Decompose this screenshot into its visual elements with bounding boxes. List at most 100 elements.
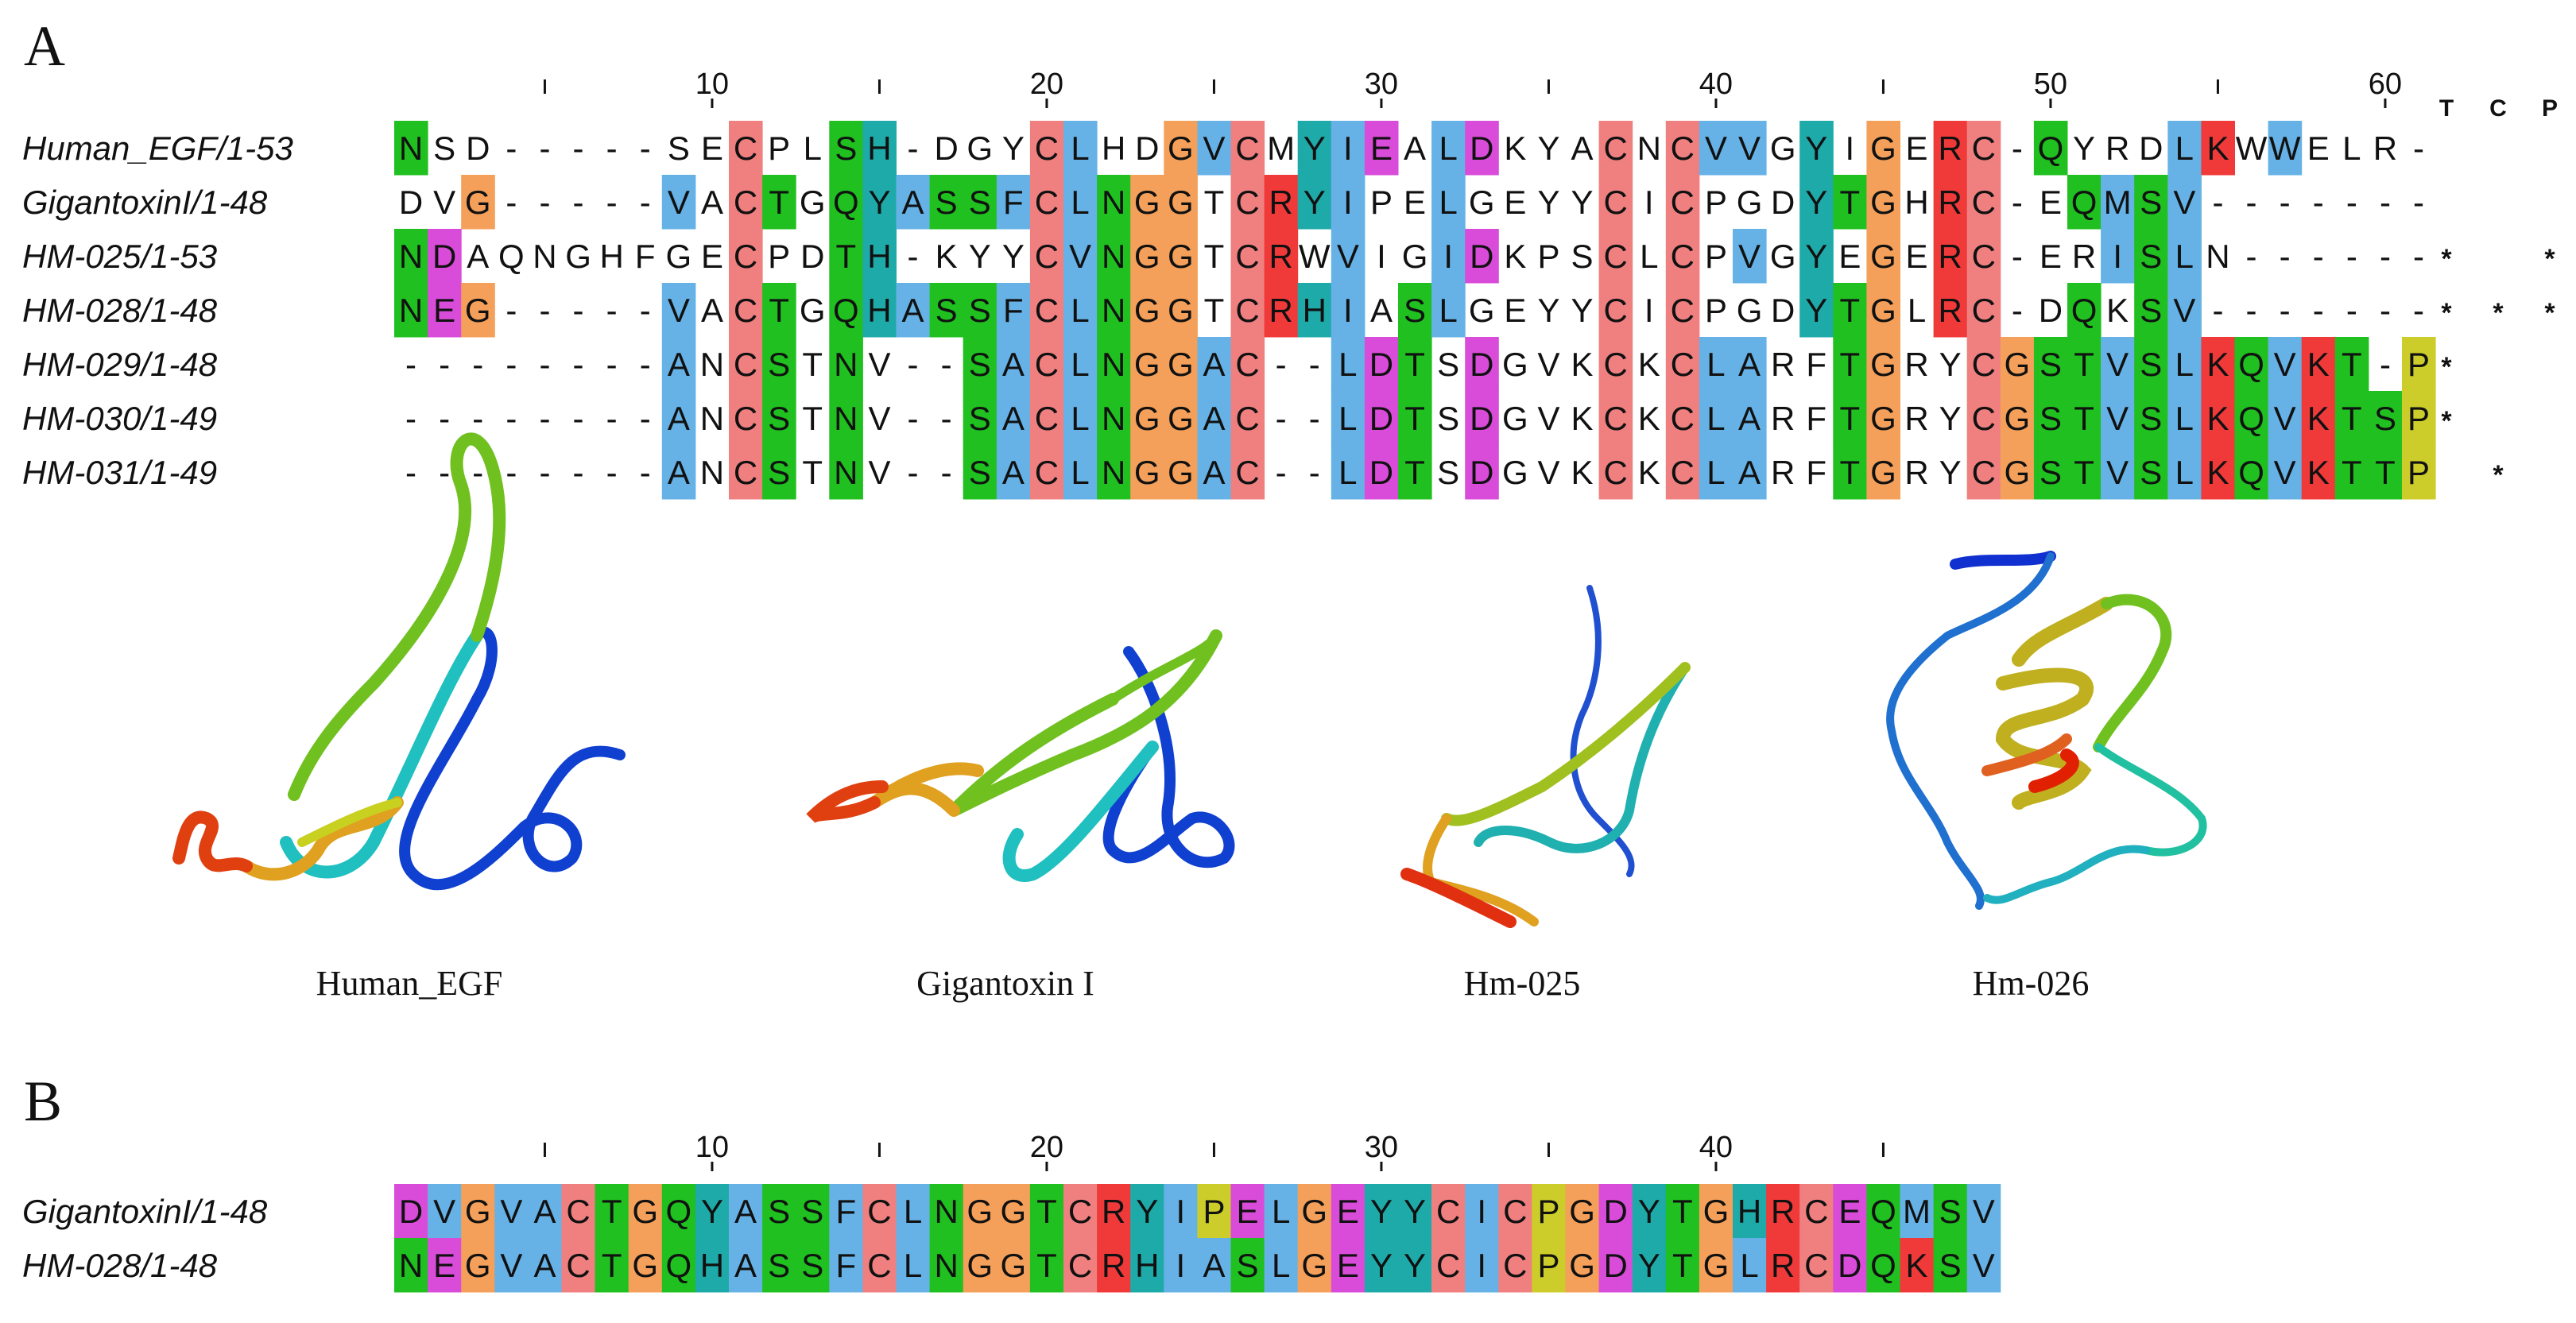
residue-letter: - — [472, 346, 483, 383]
residue-cell — [695, 1184, 730, 1239]
residue-letter: - — [472, 454, 483, 491]
residue-letter: S — [801, 1193, 823, 1230]
residue-cell — [1966, 337, 2001, 392]
residue-letter: L — [804, 130, 822, 167]
residue-cell — [1297, 121, 1332, 176]
ruler-tick-label: 20 — [1030, 68, 1063, 101]
residue-letter: T — [769, 184, 789, 221]
residue-letter: C — [1235, 400, 1259, 437]
residue-letter: D — [399, 184, 423, 221]
residue-cell — [2101, 445, 2135, 500]
panel-label-a: A — [24, 14, 65, 78]
residue-letter: A — [701, 184, 723, 221]
residue-letter: S — [935, 184, 958, 221]
residue-letter: M — [1903, 1193, 1931, 1230]
residue-letter: Y — [1537, 184, 1559, 221]
residue-letter: G — [1134, 184, 1160, 221]
residue-cell — [1097, 445, 1131, 500]
residue-cell — [929, 1238, 964, 1293]
residue-letter: S — [2140, 346, 2162, 383]
residue-letter: C — [1035, 400, 1059, 437]
residue-letter: Y — [1805, 130, 1827, 167]
residue-letter: P — [1705, 238, 1727, 275]
residue-letter: L — [1706, 400, 1725, 437]
residue-letter: E — [2039, 238, 2062, 275]
residue-cell — [1565, 1238, 1600, 1293]
residue-cell — [1364, 337, 1399, 392]
residue-cell — [494, 1184, 529, 1239]
residue-cell — [661, 445, 696, 500]
residue-letter: S — [2140, 184, 2162, 221]
residue-letter: E — [701, 238, 723, 275]
residue-cell — [561, 1238, 596, 1293]
residue-letter: E — [1906, 238, 1928, 275]
residue-cell — [1733, 445, 1767, 500]
residue-letter: D — [432, 238, 456, 275]
residue-cell — [1465, 337, 1499, 392]
residue-cell — [862, 175, 897, 230]
residue-cell — [1230, 1238, 1265, 1293]
residue-cell — [963, 283, 997, 338]
residue-letter: Y — [1638, 1193, 1660, 1230]
residue-letter: C — [1671, 346, 1695, 383]
residue-cell — [729, 121, 763, 176]
residue-letter: - — [908, 238, 919, 275]
residue-letter: H — [867, 238, 891, 275]
residue-letter: K — [1638, 400, 1660, 437]
residue-cell — [1264, 283, 1299, 338]
residue-cell — [394, 121, 428, 176]
residue-letter: D — [1369, 454, 1393, 491]
residue-letter: - — [2346, 238, 2357, 275]
residue-cell — [1866, 391, 1900, 446]
ruler-tick-label: 50 — [2034, 68, 2067, 101]
residue-letter: S — [1939, 1247, 1962, 1284]
residue-letter: C — [1035, 454, 1059, 491]
residue-letter: Y — [1805, 184, 1827, 221]
residue-cell — [2067, 175, 2101, 230]
residue-cell — [1598, 391, 1633, 446]
residue-letter: L — [1439, 292, 1457, 329]
residue-letter: C — [1603, 346, 1627, 383]
residue-cell — [1230, 1184, 1265, 1239]
residue-letter: C — [734, 292, 757, 329]
residue-letter: A — [1002, 400, 1025, 437]
residue-letter: C — [1068, 1193, 1092, 1230]
residue-letter: S — [433, 130, 455, 167]
residue-cell — [1431, 1184, 1466, 1239]
residue-cell — [1933, 175, 1968, 230]
residue-cell — [729, 229, 763, 284]
residue-letter: - — [573, 346, 584, 383]
residue-cell — [1331, 229, 1365, 284]
residue-letter: - — [640, 454, 651, 491]
residue-letter: G — [1502, 346, 1528, 383]
residue-letter: - — [539, 292, 550, 329]
residue-letter: G — [1402, 238, 1428, 275]
residue-letter: G — [1770, 238, 1796, 275]
residue-cell — [1565, 1184, 1600, 1239]
residue-letter: - — [439, 346, 450, 383]
residue-letter: E — [1337, 1247, 1359, 1284]
tcp-header: T — [2439, 95, 2454, 122]
residue-letter: S — [1437, 454, 1459, 491]
residue-letter: Y — [1404, 1247, 1426, 1284]
residue-cell — [2033, 337, 2068, 392]
residue-letter: S — [2039, 346, 2062, 383]
residue-letter: P — [1537, 1193, 1559, 1230]
residue-letter: N — [399, 130, 423, 167]
residue-letter: R — [1269, 292, 1292, 329]
residue-letter: T — [2074, 346, 2094, 383]
residue-letter: D — [1470, 346, 1493, 383]
residue-letter: C — [1972, 400, 1996, 437]
residue-cell — [1164, 445, 1198, 500]
residue-letter: S — [969, 400, 991, 437]
residue-cell — [762, 1184, 796, 1239]
residue-letter: C — [1035, 238, 1059, 275]
residue-letter: G — [1569, 1247, 1595, 1284]
residue-letter: E — [1370, 130, 1393, 167]
residue-cell — [1465, 445, 1499, 500]
residue-letter: Y — [868, 184, 890, 221]
residue-letter: D — [1771, 292, 1795, 329]
